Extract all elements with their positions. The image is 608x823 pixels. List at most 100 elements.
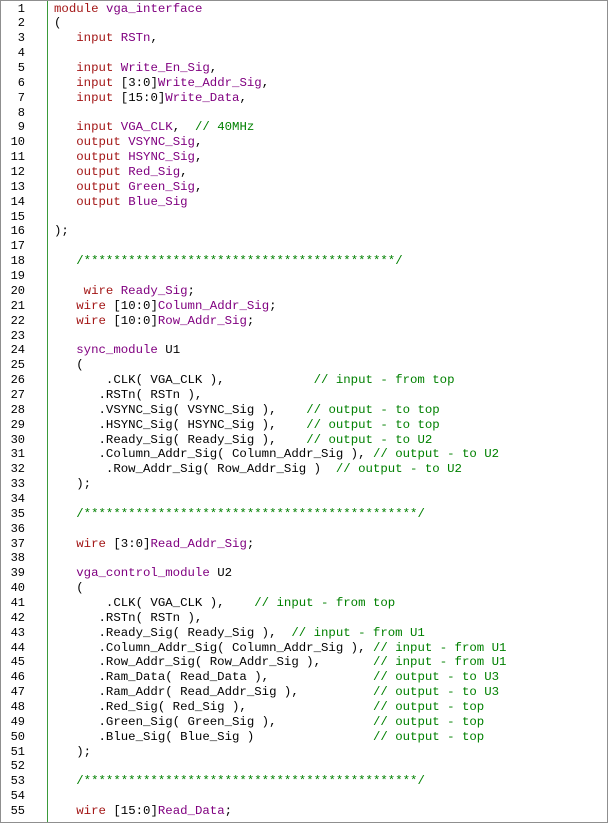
code-keyword: wire	[76, 313, 106, 328]
code-line: .Column_Addr_Sig( Column_Addr_Sig ), // …	[54, 640, 507, 656]
line-number: 15	[10, 209, 25, 224]
line-number: 48	[10, 699, 25, 714]
code-line: .Red_Sig( Red_Sig ), // output - top	[54, 700, 506, 715]
code-text: .HSYNC_Sig( HSYNC_Sig ),	[54, 417, 307, 432]
code-text: U1	[157, 343, 181, 358]
code-keyword: wire	[76, 536, 106, 551]
code-text: .CLK( VGA_CLK ),	[54, 373, 314, 388]
code-text	[54, 299, 76, 313]
code-line: output VSYNC_Sig,	[54, 135, 506, 150]
code-line: input Write_En_Sig,	[54, 61, 506, 76]
code-text	[54, 120, 76, 134]
code-line	[54, 759, 506, 774]
code-text: .RSTn( RSTn ),	[54, 387, 203, 402]
code-text	[54, 314, 76, 328]
line-number: 23	[10, 328, 25, 343]
code-identifier: VSYNC_Sig	[128, 135, 195, 150]
code-line: (	[54, 358, 506, 373]
line-number: 43	[10, 625, 25, 640]
line-number: 31	[10, 447, 25, 462]
line-number: 22	[10, 313, 25, 328]
code-text: (	[54, 581, 84, 596]
code-line	[54, 789, 506, 804]
code-text: .Column_Addr_Sig( Column_Addr_Sig ),	[54, 640, 373, 655]
line-number: 47	[10, 685, 25, 700]
line-number: 16	[10, 224, 25, 239]
code-line	[54, 46, 506, 61]
code-line: .Ready_Sig( Ready_Sig ), // output - to …	[54, 433, 506, 448]
code-identifier: RSTn	[120, 31, 151, 46]
code-text: .Row_Addr_Sig( Row_Addr_Sig ),	[54, 655, 373, 670]
code-text	[54, 31, 76, 45]
code-line: sync_module U1	[54, 343, 506, 358]
code-line	[54, 269, 506, 284]
code-line: .Green_Sig( Green_Sig ), // output - top	[54, 715, 506, 730]
line-number: 55	[10, 804, 25, 818]
line-number: 42	[10, 610, 25, 625]
code-identifier: Write_Data	[165, 90, 240, 105]
line-number: 14	[10, 194, 25, 209]
code-line	[54, 239, 506, 254]
line-number: 46	[10, 670, 25, 685]
code-text	[54, 150, 76, 164]
code-identifier: vga_interface	[105, 1, 203, 16]
code-text: .Green_Sig( Green_Sig ),	[54, 714, 373, 729]
code-line: output HSYNC_Sig,	[54, 150, 506, 165]
code-text: .Row_Addr_Sig( Row_Addr_Sig )	[54, 462, 336, 477]
line-number: 1	[17, 1, 25, 16]
line-number: 52	[10, 759, 25, 774]
code-text	[54, 180, 76, 194]
code-line: /***************************************…	[54, 507, 506, 522]
line-number: 39	[10, 566, 25, 581]
code-line: /***************************************…	[54, 254, 506, 269]
code-identifier: Ready_Sig	[120, 283, 188, 298]
code-text	[113, 31, 120, 45]
code-text: ,	[261, 75, 270, 90]
code-keyword: input	[76, 75, 114, 90]
code-text	[113, 120, 120, 134]
line-number: 40	[10, 581, 25, 596]
code-text: ;	[224, 804, 233, 818]
code-line: .RSTn( RSTn ),	[54, 388, 506, 403]
code-text: ;	[246, 536, 255, 551]
code-line: );	[54, 745, 506, 760]
line-number: 13	[10, 179, 25, 194]
code-comment: // input - from U1	[372, 655, 507, 670]
code-keyword: input	[76, 61, 114, 76]
code-comment: // output - top	[372, 729, 485, 744]
line-number: 10	[10, 135, 25, 150]
code-line	[54, 522, 506, 537]
code-line: .CLK( VGA_CLK ), // input - from top	[54, 596, 506, 611]
code-line: /***************************************…	[54, 774, 506, 789]
code-line: );	[54, 477, 506, 492]
code-text: );	[54, 744, 92, 759]
code-comment: // output - to top	[306, 417, 440, 432]
code-identifier: Read_Addr_Sig	[150, 536, 247, 551]
code-text: [15:0]	[113, 90, 166, 105]
line-number: 54	[10, 789, 25, 804]
code-keyword: wire	[83, 283, 114, 298]
code-text	[54, 343, 76, 357]
line-number: 20	[10, 283, 25, 298]
code-line: .VSYNC_Sig( VSYNC_Sig ), // output - to …	[54, 403, 506, 418]
code-text	[54, 507, 76, 521]
code-line: wire [10:0]Column_Addr_Sig;	[54, 299, 506, 314]
code-line: output Red_Sig,	[54, 165, 506, 180]
code-text: .Ready_Sig( Ready_Sig ),	[54, 625, 292, 640]
line-number: 49	[10, 714, 25, 729]
code-comment: /***************************************…	[76, 774, 425, 789]
code-comment: // input - from top	[254, 595, 396, 610]
line-number: 25	[10, 358, 25, 373]
code-keyword: input	[76, 90, 114, 105]
code-line: );	[54, 224, 506, 239]
code-text	[113, 61, 120, 75]
line-number: 24	[10, 343, 25, 358]
line-number: 6	[17, 75, 25, 90]
code-line	[54, 210, 506, 225]
code-text	[54, 804, 76, 818]
code-line: .Ready_Sig( Ready_Sig ), // input - from…	[54, 626, 506, 641]
code-text-area[interactable]: module vga_interface( input RSTn, input …	[54, 2, 506, 819]
line-number: 9	[17, 120, 25, 135]
